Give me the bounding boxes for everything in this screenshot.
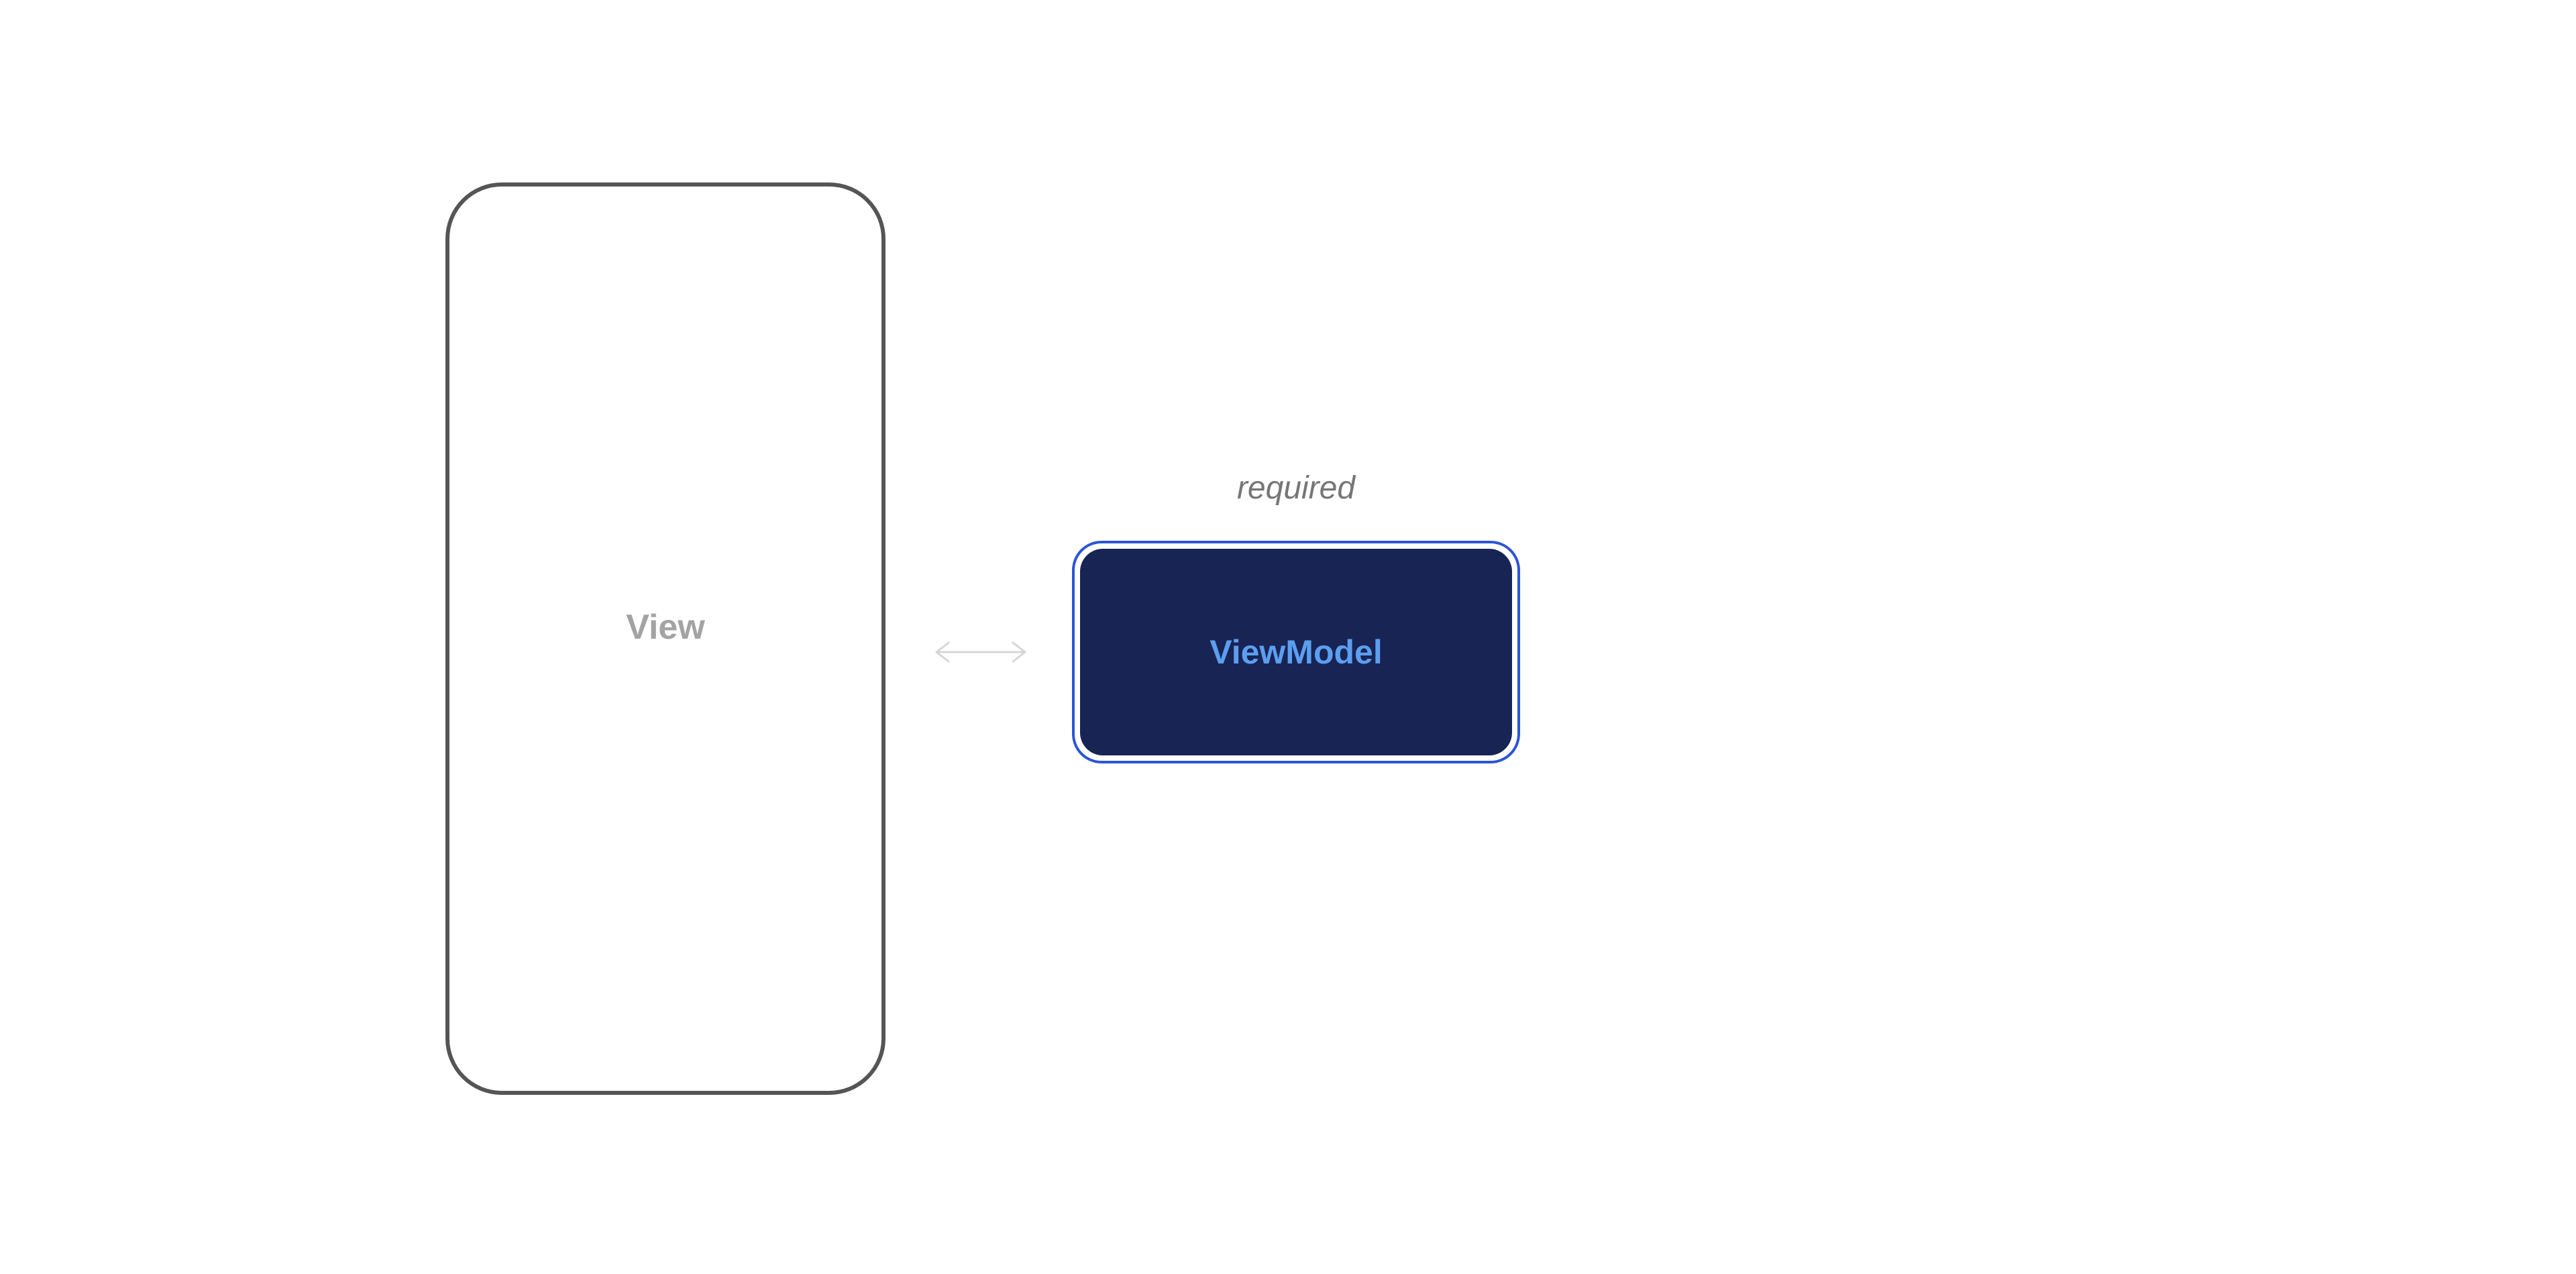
- view-phone-frame: View: [445, 182, 885, 1095]
- bidirectional-arrow-icon: [935, 641, 1026, 663]
- view-model-label: ViewModel: [1210, 633, 1383, 671]
- view-model-box: ViewModel: [1072, 541, 1520, 763]
- view-label: View: [626, 608, 705, 647]
- view-model-fill: ViewModel: [1080, 549, 1512, 755]
- view-model-caption: required: [1236, 470, 1356, 506]
